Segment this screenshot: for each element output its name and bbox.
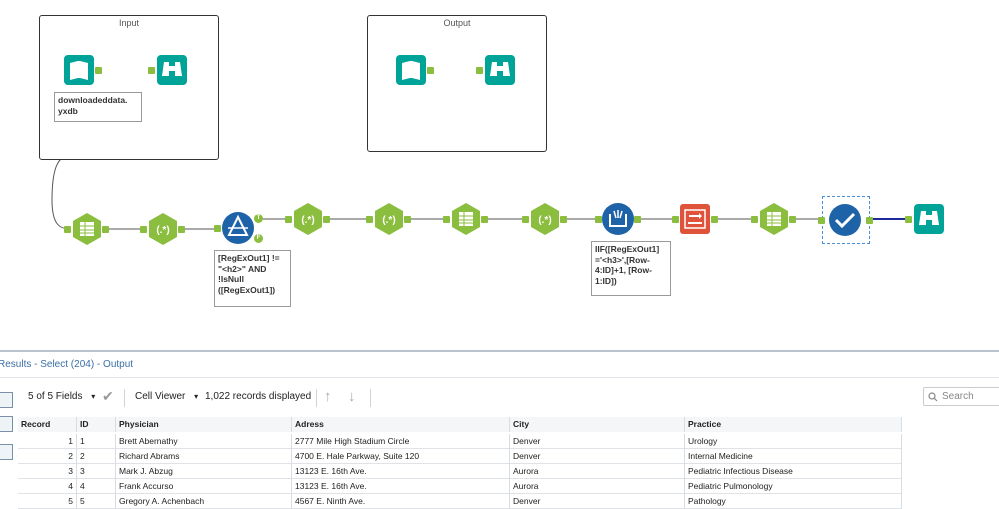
chevron-down-icon: ▾ bbox=[91, 392, 96, 401]
table-cell[interactable]: Richard Abrams bbox=[116, 449, 292, 464]
input-container[interactable]: Input bbox=[39, 15, 219, 160]
table-cell[interactable]: Gregory A. Achenbach bbox=[116, 494, 292, 509]
table-cell[interactable]: Pediatric Pulmonology bbox=[685, 479, 902, 494]
search-placeholder: Search bbox=[942, 391, 974, 402]
table-cell[interactable]: Pediatric Infectious Disease bbox=[685, 464, 902, 479]
table-cell[interactable]: 2777 Mile High Stadium Circle bbox=[292, 434, 510, 449]
table-cell[interactable]: 4567 E. Ninth Ave. bbox=[292, 494, 510, 509]
column-header[interactable]: Physician bbox=[116, 417, 292, 432]
table-cell[interactable]: Aurora bbox=[510, 464, 685, 479]
formula-annotation: IIF([RegExOut1] ='<h3>',[Row- 4:ID]+1, [… bbox=[591, 241, 671, 296]
table-cell[interactable]: 1 bbox=[77, 434, 116, 449]
table-cell[interactable]: 2 bbox=[18, 449, 77, 464]
table-header: Record ID Physician Adress City Practice bbox=[18, 417, 902, 432]
results-title: Results - Select (204) - Output bbox=[0, 359, 134, 370]
chevron-down-icon: ▾ bbox=[194, 392, 199, 401]
table-cell[interactable]: 5 bbox=[77, 494, 116, 509]
table-cell[interactable]: Frank Accurso bbox=[116, 479, 292, 494]
filter-true-anchor[interactable]: T bbox=[254, 214, 263, 223]
input-file-annotation: downloadeddata. yxdb bbox=[54, 92, 142, 122]
column-header[interactable]: Record bbox=[18, 417, 77, 432]
svg-text:(.*): (.*) bbox=[382, 215, 395, 226]
table-cell[interactable]: Denver bbox=[510, 494, 685, 509]
search-icon bbox=[928, 392, 938, 402]
toolbar-separator bbox=[124, 389, 125, 407]
filter-tool[interactable] bbox=[214, 210, 264, 246]
table-cell[interactable]: Denver bbox=[510, 449, 685, 464]
regex-tool-2[interactable]: (.*) bbox=[285, 202, 331, 236]
table-cell[interactable]: 4 bbox=[18, 479, 77, 494]
apply-check-icon[interactable]: ✔ bbox=[102, 388, 114, 404]
output-input-data-tool[interactable] bbox=[394, 54, 436, 86]
results-side-toolbar bbox=[0, 380, 16, 503]
table-cell[interactable]: Aurora bbox=[510, 479, 685, 494]
table-cell[interactable]: Urology bbox=[685, 434, 902, 449]
table-cell[interactable]: 4700 E. Hale Parkway, Suite 120 bbox=[292, 449, 510, 464]
output-container-title: Output bbox=[443, 18, 471, 28]
regex-tool-1[interactable]: (.*) bbox=[140, 212, 186, 246]
table-cell[interactable]: 2 bbox=[77, 449, 116, 464]
arrow-up-icon[interactable]: ↑ bbox=[324, 388, 332, 405]
table-cell[interactable]: Denver bbox=[510, 434, 685, 449]
svg-text:(.*): (.*) bbox=[156, 225, 169, 236]
column-header[interactable]: City bbox=[510, 417, 685, 432]
column-header[interactable]: Adress bbox=[292, 417, 510, 432]
check-tool[interactable] bbox=[818, 202, 874, 238]
multirow-formula-tool[interactable] bbox=[595, 201, 641, 237]
list-view-icon[interactable] bbox=[0, 392, 13, 408]
table-cell[interactable]: Mark J. Abzug bbox=[116, 464, 292, 479]
toolbar-separator bbox=[316, 389, 317, 407]
table-cell[interactable]: 13123 E. 16th Ave. bbox=[292, 464, 510, 479]
filter-annotation: [RegExOut1] != "<h2>" AND !IsNull ([RegE… bbox=[214, 250, 291, 307]
output-browse-tool[interactable] bbox=[476, 54, 518, 86]
table-cell[interactable]: 4 bbox=[77, 479, 116, 494]
column-header[interactable]: ID bbox=[77, 417, 116, 432]
table-cell[interactable]: 3 bbox=[77, 464, 116, 479]
workflow-canvas[interactable]: Input Output downloadeddata. yxdb bbox=[0, 0, 999, 350]
select-tool-1[interactable] bbox=[64, 212, 110, 246]
results-toolbar: 5 of 5 Fields ▾ ✔ Cell Viewer ▾ 1,022 re… bbox=[18, 385, 999, 411]
table-cell[interactable]: 13123 E. 16th Ave. bbox=[292, 479, 510, 494]
select-tool-2[interactable] bbox=[443, 202, 489, 236]
svg-text:(.*): (.*) bbox=[301, 215, 314, 226]
output-anchor[interactable] bbox=[95, 67, 102, 74]
fields-dropdown[interactable]: 5 of 5 Fields ▾ bbox=[28, 391, 95, 402]
svg-text:(.*): (.*) bbox=[538, 215, 551, 226]
toolbar-separator bbox=[370, 389, 371, 407]
regex-tool-3[interactable]: (.*) bbox=[366, 202, 412, 236]
filter-false-anchor[interactable]: F bbox=[254, 234, 263, 243]
final-browse-tool[interactable] bbox=[905, 203, 947, 235]
dynamic-rename-tool[interactable] bbox=[672, 202, 718, 236]
table-cell[interactable]: Brett Abernathy bbox=[116, 434, 292, 449]
column-header[interactable]: Practice bbox=[685, 417, 902, 432]
arrow-down-icon[interactable]: ↓ bbox=[348, 388, 356, 405]
regex-tool-4[interactable]: (.*) bbox=[522, 202, 568, 236]
data-view-icon[interactable] bbox=[0, 416, 13, 432]
table-cell[interactable]: 5 bbox=[18, 494, 77, 509]
input-container-title: Input bbox=[118, 18, 140, 28]
records-count: 1,022 records displayed bbox=[205, 391, 312, 402]
table-cell[interactable]: 3 bbox=[18, 464, 77, 479]
fields-label: 5 of 5 Fields bbox=[28, 391, 83, 402]
cell-viewer-dropdown[interactable]: Cell Viewer ▾ bbox=[135, 391, 198, 402]
input-anchor[interactable] bbox=[148, 67, 155, 74]
cell-viewer-label: Cell Viewer bbox=[135, 391, 186, 402]
table-cell[interactable]: Internal Medicine bbox=[685, 449, 902, 464]
browse-tool[interactable] bbox=[148, 54, 190, 86]
search-input[interactable]: Search bbox=[923, 387, 999, 406]
table-cell[interactable]: 1 bbox=[18, 434, 77, 449]
input-data-tool[interactable] bbox=[62, 54, 104, 86]
metadata-view-icon[interactable] bbox=[0, 444, 13, 460]
table-cell[interactable]: Pathology bbox=[685, 494, 902, 509]
select-tool-3[interactable] bbox=[751, 202, 797, 236]
results-header: Results - Select (204) - Output bbox=[0, 352, 999, 378]
panel-divider[interactable] bbox=[0, 350, 999, 352]
